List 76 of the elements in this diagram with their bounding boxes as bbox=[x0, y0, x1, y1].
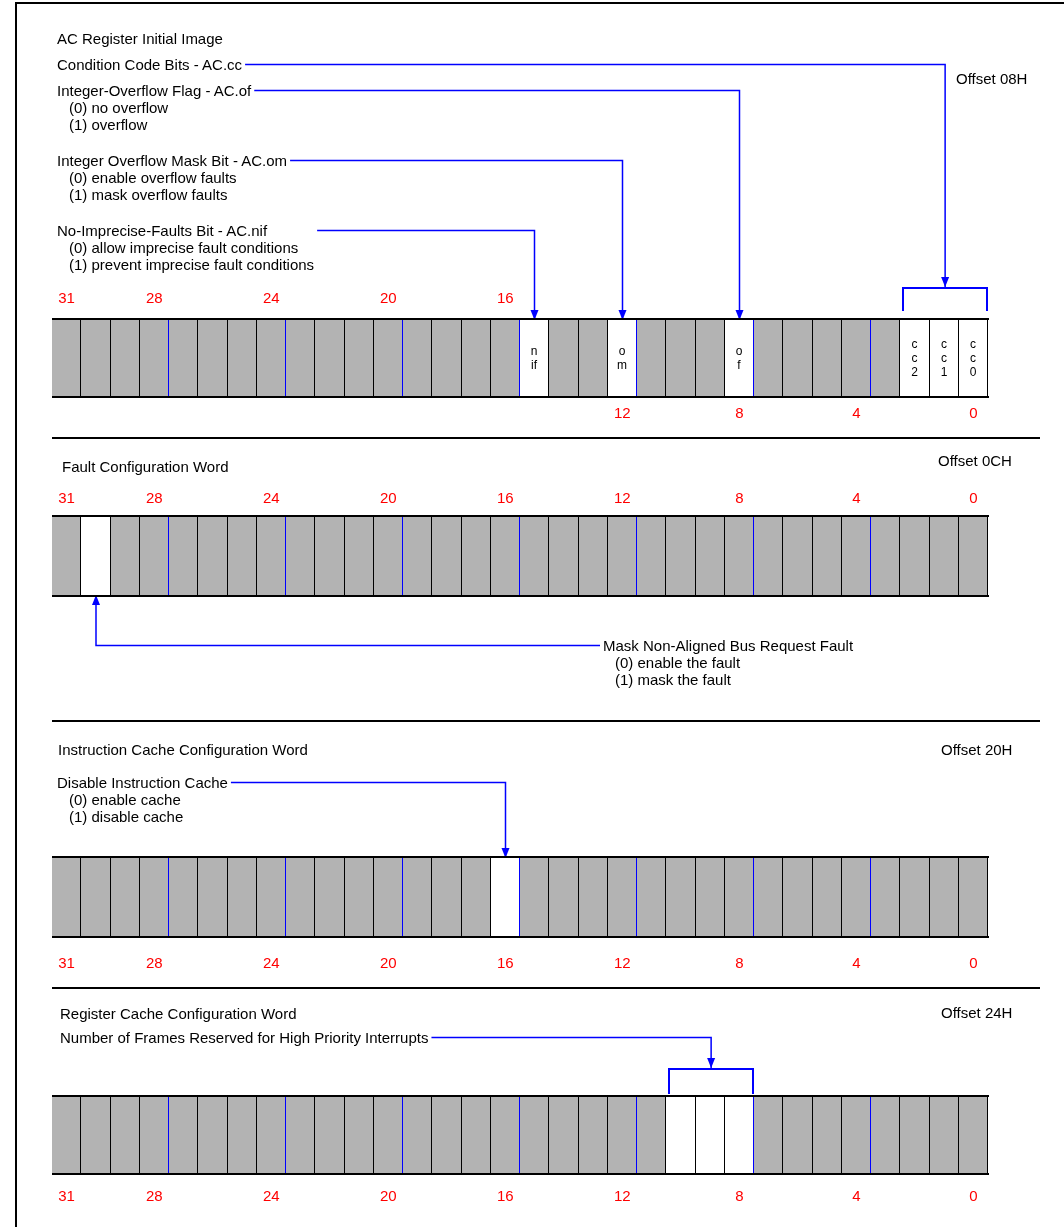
bit-number: 28 bbox=[146, 1187, 163, 1204]
field-label: Number of Frames Reserved for High Priority Interrupts bbox=[60, 1029, 429, 1046]
bit-number: 0 bbox=[969, 489, 978, 506]
option-text: (1) mask overflow faults bbox=[68, 186, 229, 203]
bit-number: 24 bbox=[263, 954, 280, 971]
field-label: Integer-Overflow Flag - AC.of bbox=[57, 82, 252, 99]
bit-number: 0 bbox=[969, 404, 978, 421]
offset-label: Offset 08H bbox=[956, 70, 1028, 87]
bit-number: 12 bbox=[614, 404, 631, 421]
bit-number: 16 bbox=[497, 954, 514, 971]
arrow bbox=[92, 594, 601, 647]
bit-number: 31 bbox=[58, 1187, 75, 1204]
option-text: (1) prevent imprecise fault conditions bbox=[68, 256, 315, 273]
bit-number: 20 bbox=[380, 289, 397, 306]
option-text: (1) mask the fault bbox=[614, 671, 732, 688]
bit-number: 4 bbox=[852, 954, 861, 971]
bit-number: 0 bbox=[969, 954, 978, 971]
section-title: Register Cache Configuration Word bbox=[60, 1005, 297, 1022]
section-title: AC Register Initial Image bbox=[57, 30, 223, 47]
bit-number: 12 bbox=[614, 1187, 631, 1204]
section-title: Fault Configuration Word bbox=[62, 458, 229, 475]
option-text: (1) disable cache bbox=[68, 808, 185, 825]
bit-number: 8 bbox=[735, 1187, 744, 1204]
bit-number: 24 bbox=[263, 489, 280, 506]
field-label: Disable Instruction Cache bbox=[57, 774, 228, 791]
option-text: (0) enable the fault bbox=[614, 654, 742, 671]
bit-number: 12 bbox=[614, 489, 631, 506]
option-text: (1) overflow bbox=[68, 116, 149, 133]
bit-number: 4 bbox=[852, 1187, 861, 1204]
bit-number: 28 bbox=[146, 489, 163, 506]
bracket bbox=[668, 1068, 754, 1094]
bit-number: 0 bbox=[969, 1187, 978, 1204]
arrow bbox=[244, 63, 950, 288]
arrow bbox=[230, 781, 510, 859]
bit-number: 24 bbox=[263, 1187, 280, 1204]
bit-number: 16 bbox=[497, 489, 514, 506]
option-text: (0) enable overflow faults bbox=[68, 169, 238, 186]
bit-number: 31 bbox=[58, 489, 75, 506]
option-text: (0) no overflow bbox=[68, 99, 170, 116]
arrow bbox=[289, 159, 627, 321]
offset-label: Offset 20H bbox=[941, 741, 1013, 758]
field-label: Condition Code Bits - AC.cc bbox=[57, 56, 243, 73]
bit-number: 12 bbox=[614, 954, 631, 971]
bit-number: 24 bbox=[263, 289, 280, 306]
field-label: Integer Overflow Mask Bit - AC.om bbox=[57, 152, 288, 169]
bit-name: om bbox=[617, 344, 627, 372]
field-label: Mask Non-Aligned Bus Request Fault bbox=[603, 637, 854, 654]
offset-label: Offset 0CH bbox=[938, 452, 1012, 469]
bracket bbox=[902, 287, 988, 311]
bit-name: of bbox=[735, 344, 743, 372]
field-label: No-Imprecise-Faults Bit - AC.nif bbox=[57, 222, 269, 239]
option-text: (0) allow imprecise fault conditions bbox=[68, 239, 300, 256]
bit-number: 4 bbox=[852, 489, 861, 506]
arrow bbox=[253, 89, 744, 321]
arrow bbox=[430, 1036, 716, 1069]
bit-number: 16 bbox=[497, 289, 514, 306]
option-text: (0) enable cache bbox=[68, 791, 182, 808]
section-title: Instruction Cache Configuration Word bbox=[58, 741, 308, 758]
bit-number: 20 bbox=[380, 1187, 397, 1204]
bit-number: 8 bbox=[735, 489, 744, 506]
arrow bbox=[316, 229, 539, 321]
bit-name: nif bbox=[530, 344, 538, 372]
bit-number: 8 bbox=[735, 954, 744, 971]
bit-number: 31 bbox=[58, 954, 75, 971]
bit-number: 28 bbox=[146, 954, 163, 971]
bit-number: 28 bbox=[146, 289, 163, 306]
bit-name: cc1 bbox=[940, 337, 948, 379]
bit-number: 20 bbox=[380, 954, 397, 971]
bit-number: 4 bbox=[852, 404, 861, 421]
bit-number: 8 bbox=[735, 404, 744, 421]
bit-number: 20 bbox=[380, 489, 397, 506]
bit-name: cc0 bbox=[969, 337, 977, 379]
offset-label: Offset 24H bbox=[941, 1004, 1013, 1021]
bit-number: 16 bbox=[497, 1187, 514, 1204]
bit-number: 31 bbox=[58, 289, 75, 306]
bit-name: cc2 bbox=[911, 337, 918, 379]
